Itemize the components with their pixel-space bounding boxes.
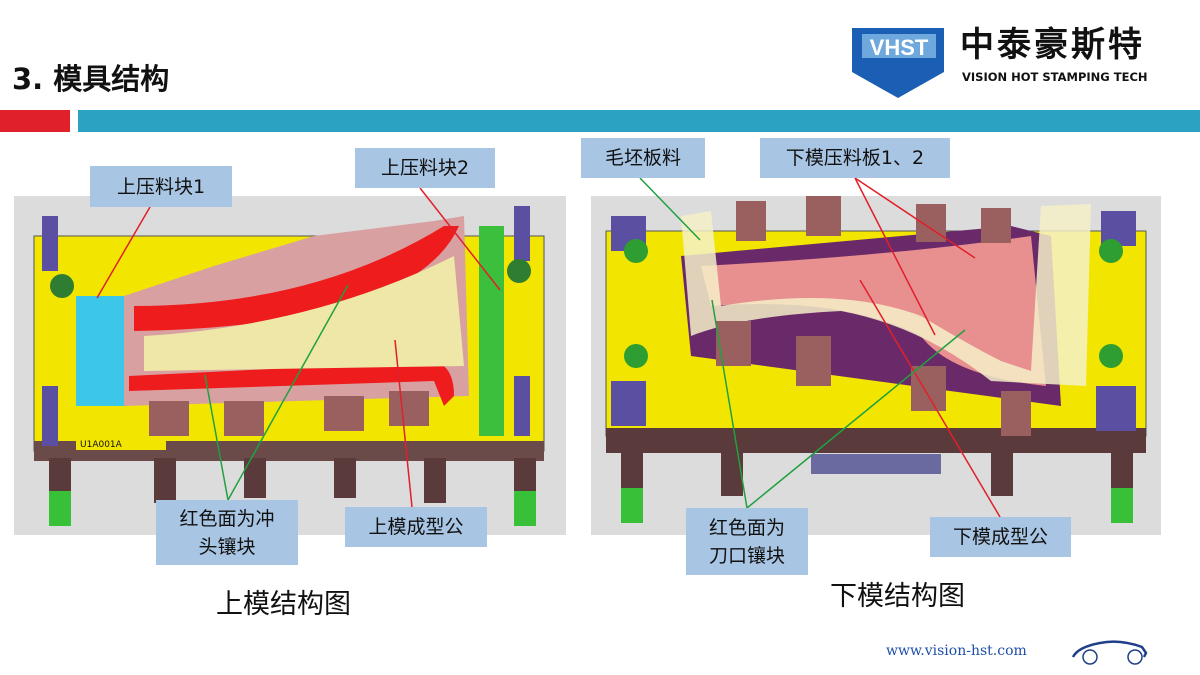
header-bar-blue bbox=[78, 110, 1200, 132]
page-title: 3. 模具结构 bbox=[12, 62, 170, 96]
callout-punch-insert-line2: 头镶块 bbox=[198, 535, 256, 558]
callout-upper-pad-1: 上压料块1 bbox=[90, 166, 232, 207]
callout-trim-insert-line2: 刀口镶块 bbox=[708, 544, 785, 567]
logo-english-name: VISION HOT STAMPING TECH bbox=[962, 70, 1148, 84]
callout-punch-insert: 红色面为冲 头镶块 bbox=[156, 500, 298, 565]
car-logo-icon bbox=[1071, 640, 1148, 665]
upper-die-image: U1A001A bbox=[14, 196, 566, 535]
callout-upper-form-punch: 上模成型公 bbox=[345, 507, 487, 547]
callout-trim-insert: 红色面为 刀口镶块 bbox=[686, 508, 808, 575]
company-logo: VHST 中泰豪斯特 VISION HOT STAMPING TECH bbox=[852, 26, 1172, 102]
logo-chinese-name: 中泰豪斯特 bbox=[960, 25, 1145, 65]
callout-blank-sheet: 毛坯板料 bbox=[581, 138, 705, 178]
callout-trim-insert-line1: 红色面为 bbox=[708, 516, 785, 539]
callout-upper-pad-2: 上压料块2 bbox=[355, 148, 495, 188]
callout-lower-pad: 下模压料板1、2 bbox=[760, 138, 950, 178]
upper-die-caption: 上模结构图 bbox=[216, 589, 351, 620]
vhst-shield-icon: VHST bbox=[852, 28, 944, 98]
website-link[interactable]: www.vision-hst.com bbox=[886, 643, 1027, 659]
lower-die-caption: 下模结构图 bbox=[830, 581, 965, 612]
lower-die-image bbox=[591, 196, 1161, 535]
callout-punch-insert-line1: 红色面为冲 bbox=[179, 507, 275, 530]
header-bar-red bbox=[0, 110, 70, 132]
svg-text:VHST: VHST bbox=[870, 35, 929, 60]
part-id-label: U1A001A bbox=[80, 440, 123, 450]
callout-lower-form-punch: 下模成型公 bbox=[930, 517, 1071, 557]
